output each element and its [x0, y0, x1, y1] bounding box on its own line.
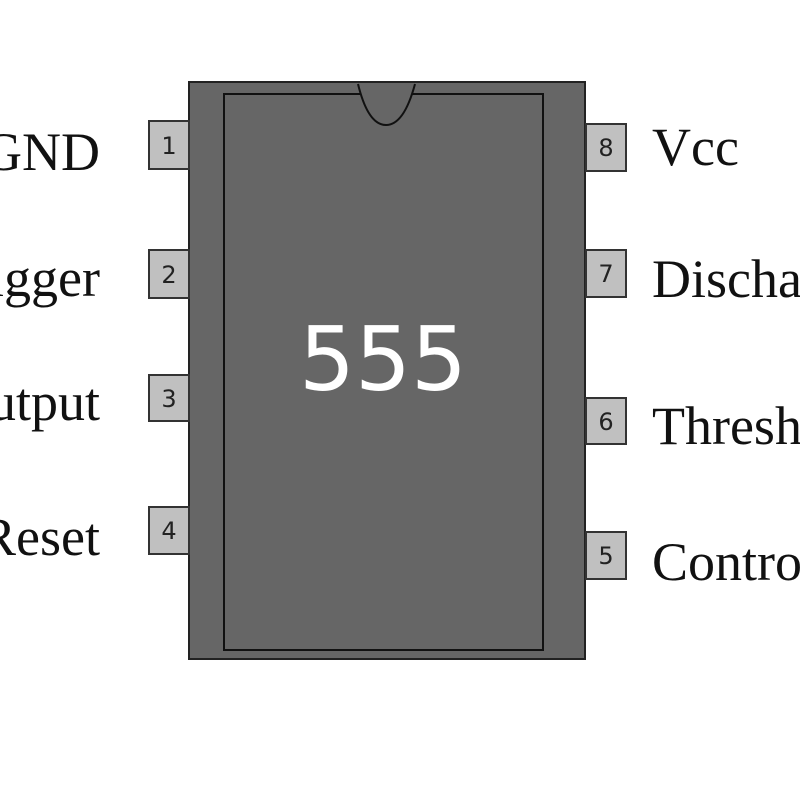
pin-6: 6 Threshold	[585, 396, 800, 456]
pin-label: Reset	[0, 507, 100, 567]
pin-7: 7 Discharge	[585, 249, 800, 309]
pin-number: 2	[161, 261, 176, 289]
pin-number: 6	[598, 408, 613, 436]
pin-number: 4	[161, 517, 176, 545]
pin-8: 8 Vcc	[585, 117, 739, 177]
pin-1: 1 GND	[0, 120, 190, 182]
pin-5: 5 Control	[585, 531, 800, 592]
pin-label: Vcc	[652, 117, 739, 177]
chip-body	[188, 81, 586, 660]
chip-label: 555	[299, 308, 467, 411]
pin1-notch	[357, 83, 416, 127]
pin-label: GND	[0, 122, 100, 182]
pin-number: 3	[161, 385, 176, 413]
pin-label: Trigger	[0, 248, 100, 308]
pin-4: 4 Reset	[0, 506, 190, 567]
pin-label: Control	[652, 532, 800, 592]
pin-label: Discharge	[652, 249, 800, 309]
pin-number: 5	[598, 542, 613, 570]
pin-number: 7	[598, 260, 613, 288]
pin-2: 2 Trigger	[0, 248, 190, 308]
pin-3: 3 Output	[0, 372, 190, 432]
pin-label: Output	[0, 372, 100, 432]
pin-number: 8	[598, 134, 613, 162]
pin-number: 1	[161, 132, 176, 160]
pin-label: Threshold	[652, 396, 800, 456]
